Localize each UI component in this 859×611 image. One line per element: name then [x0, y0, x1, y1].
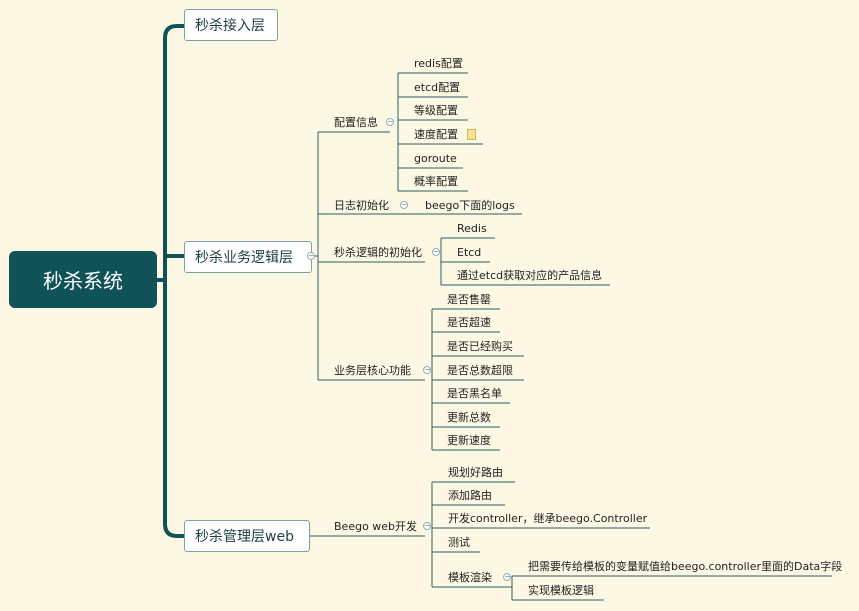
web-item[interactable]: 模板渲染 [448, 571, 492, 584]
admin-connectors [310, 481, 832, 601]
config-item[interactable]: 速度配置 [414, 128, 458, 141]
collapse-icon[interactable]: − [423, 521, 431, 530]
note-icon[interactable] [467, 129, 476, 140]
core-item[interactable]: 是否总数超限 [447, 364, 513, 377]
init-item[interactable]: 通过etcd获取对应的产品信息 [457, 269, 603, 282]
config-item[interactable]: 概率配置 [414, 175, 458, 188]
node-log-init[interactable]: 日志初始化 [334, 199, 389, 212]
collapse-icon[interactable]: − [423, 365, 431, 374]
node-logic-init[interactable]: 秒杀逻辑的初始化 [334, 246, 422, 259]
collapse-icon[interactable]: − [400, 200, 408, 209]
root-node[interactable]: 秒杀系统 [9, 251, 157, 308]
collapse-icon[interactable]: − [432, 247, 440, 256]
collapse-icon[interactable]: − [386, 117, 394, 126]
node-beego-web[interactable]: Beego web开发 [334, 520, 418, 533]
web-item[interactable]: 添加路由 [448, 489, 492, 502]
config-item[interactable]: goroute [414, 152, 457, 165]
core-item[interactable]: 是否超速 [447, 316, 491, 329]
node-core-functions[interactable]: 业务层核心功能 [334, 364, 411, 377]
config-item[interactable]: redis配置 [414, 57, 463, 70]
node-config[interactable]: 配置信息 [334, 116, 378, 129]
init-item[interactable]: Redis [457, 222, 487, 235]
core-item[interactable]: 是否已经购买 [447, 340, 513, 353]
node-logic-layer[interactable]: 秒杀业务逻辑层 [184, 241, 312, 273]
web-item[interactable]: 测试 [448, 536, 470, 549]
trunk-connector [155, 24, 186, 538]
core-item[interactable]: 是否黑名单 [447, 387, 502, 400]
config-item[interactable]: etcd配置 [414, 81, 461, 94]
config-item[interactable]: 等级配置 [414, 104, 458, 117]
web-item[interactable]: 规划好路由 [448, 466, 503, 479]
init-item[interactable]: Etcd [457, 246, 482, 259]
log-item[interactable]: beego下面的logs [425, 199, 515, 212]
web-item[interactable]: 开发controller，继承beego.Controller [448, 512, 648, 525]
core-item[interactable]: 是否售罄 [447, 293, 491, 306]
core-item[interactable]: 更新总数 [447, 411, 491, 424]
logic-connectors [312, 72, 610, 451]
collapse-icon[interactable]: − [307, 251, 315, 260]
collapse-icon[interactable]: − [503, 572, 511, 581]
core-item[interactable]: 更新速度 [447, 434, 491, 447]
node-admin-layer[interactable]: 秒杀管理层web [184, 520, 310, 552]
render-item[interactable]: 实现模板逻辑 [528, 584, 594, 597]
node-access-layer[interactable]: 秒杀接入层 [184, 9, 278, 41]
render-item[interactable]: 把需要传给模板的变量赋值给beego.controller里面的Data字段 [528, 560, 843, 573]
